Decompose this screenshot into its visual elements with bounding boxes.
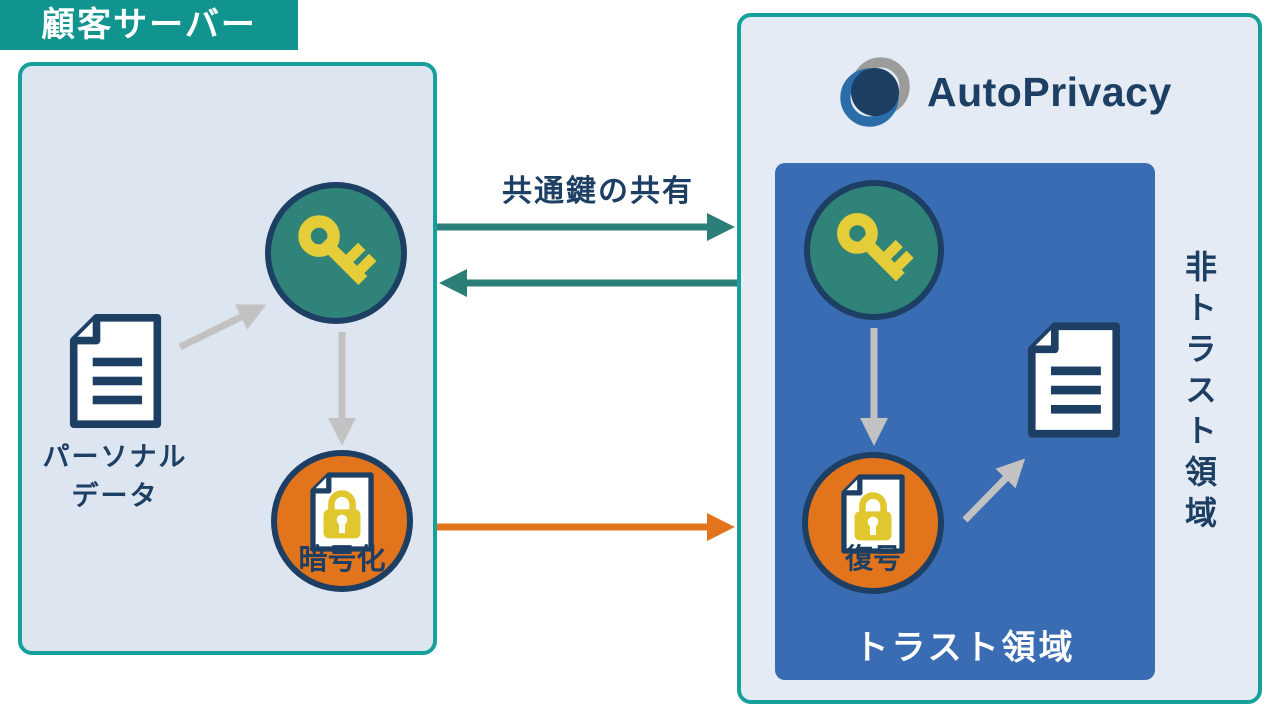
locked-document-icon xyxy=(310,472,374,552)
decrypt-label: 復号 xyxy=(844,543,901,574)
shared-key-label: 共通鍵の共有 xyxy=(502,175,694,208)
trust-area-label: トラスト領域 xyxy=(854,629,1076,667)
document-icon xyxy=(69,314,162,429)
personal-data-line2: データ xyxy=(71,481,159,512)
common-key-node-left xyxy=(265,182,407,324)
document-icon xyxy=(1027,322,1121,438)
autoprivacy-logo-icon xyxy=(840,57,910,127)
key-icon xyxy=(837,213,914,282)
autoprivacy-logo: AutoPrivacy xyxy=(838,55,1172,129)
customer-server-label: 顧客サーバー xyxy=(0,0,298,50)
logo-text: AutoPrivacy xyxy=(927,68,1172,115)
locked-document-icon xyxy=(841,474,905,554)
decrypt-node: 復号 xyxy=(802,452,944,594)
key-icon xyxy=(298,215,377,285)
personal-data-label: パーソナル データ xyxy=(30,438,200,516)
personal-data-line1: パーソナル xyxy=(42,442,188,472)
common-key-node-right xyxy=(804,180,944,320)
encrypt-node: 暗号化 xyxy=(271,450,413,592)
non-trust-area-label: 非トラスト領域 xyxy=(1181,250,1217,537)
encrypt-label: 暗号化 xyxy=(298,544,386,576)
